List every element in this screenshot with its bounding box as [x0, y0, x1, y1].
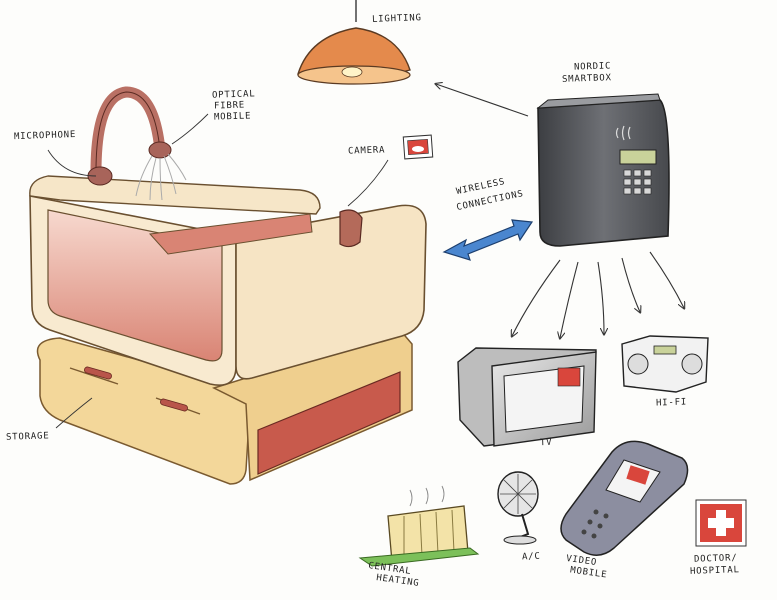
label-hifi: HI-FI — [655, 397, 688, 409]
label-lighting: LIGHTING — [371, 13, 422, 25]
label-mobile: MOBILE — [213, 111, 252, 123]
label-ac: A/C — [521, 551, 541, 563]
label-tv: TV — [539, 437, 553, 449]
distribution-arrows — [512, 251, 684, 338]
label-storage: STORAGE — [5, 431, 50, 443]
radiator-icon — [358, 485, 480, 567]
label-nordic: NORDIC — [573, 61, 612, 73]
optical-fibre-mobile-icon — [87, 86, 187, 201]
label-fibre: FIBRE — [213, 100, 246, 112]
label-doctor: DOCTOR/ — [693, 553, 738, 565]
wireless-arrow-icon — [442, 219, 534, 261]
video-mobile-icon — [560, 440, 689, 556]
arrow-to-lighting — [436, 84, 529, 117]
label-microphone: MICROPHONE — [13, 129, 77, 143]
fan-icon — [497, 471, 539, 545]
label-hospital: HOSPITAL — [689, 565, 740, 577]
smartbox-icon — [536, 93, 670, 247]
label-smartbox: SMARTBOX — [561, 73, 612, 85]
lamp-icon — [297, 0, 411, 85]
crib-body — [29, 175, 427, 386]
hifi-icon — [621, 335, 709, 393]
callout-lines — [47, 113, 389, 429]
tv-icon — [457, 347, 597, 447]
hospital-icon — [695, 499, 747, 547]
crib-base — [36, 329, 413, 485]
label-camera: CAMERA — [347, 145, 386, 157]
label-optical: OPTICAL — [211, 89, 256, 101]
camera-icon — [402, 134, 434, 160]
